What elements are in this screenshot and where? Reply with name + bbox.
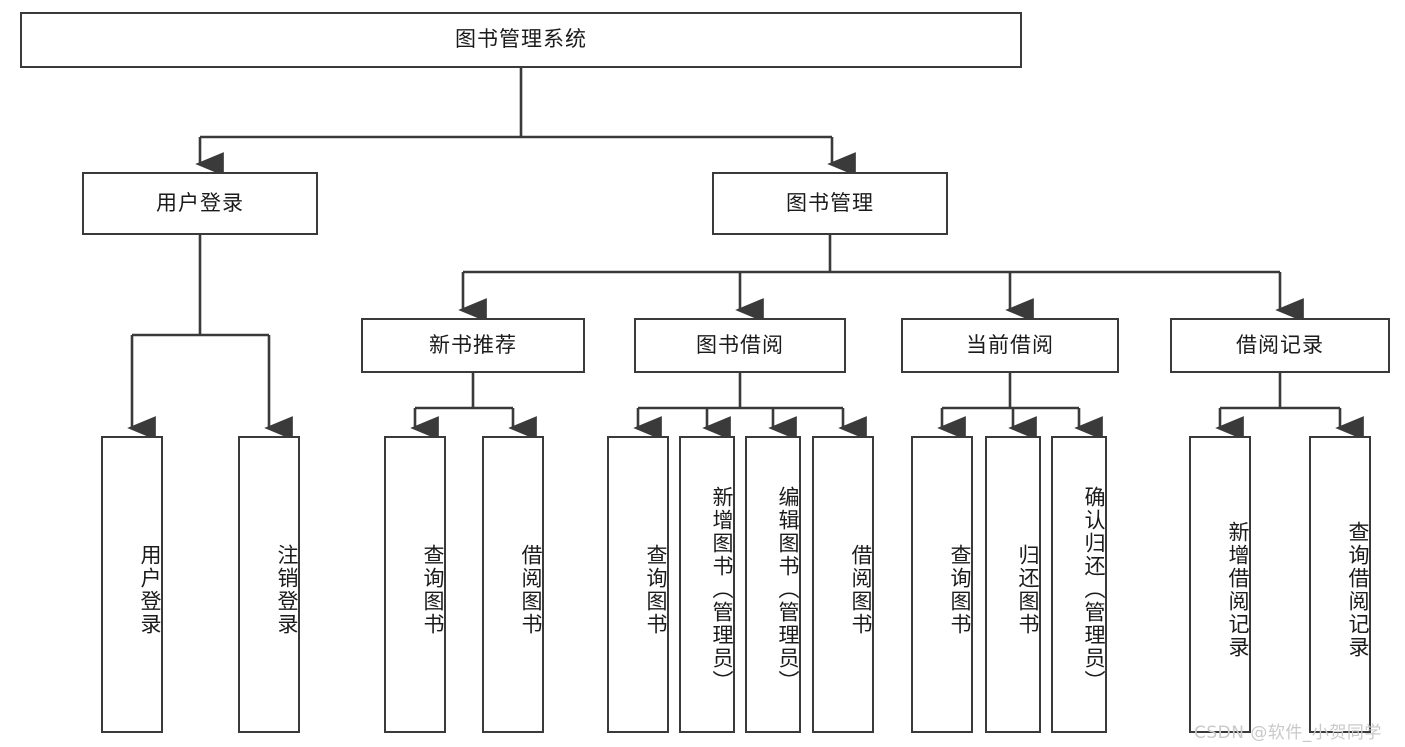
node-root[interactable]: 图书管理系统 (20, 12, 1022, 68)
node-level2-user-login-label: 用户登录 (156, 190, 244, 215)
leaf-query-book-newrec[interactable]: 查询图书 (384, 436, 446, 733)
leaf-confirm-return-admin[interactable]: 确认归还（管理员） (1051, 436, 1107, 733)
node-level2-book-management[interactable]: 图书管理 (712, 172, 948, 235)
csdn-watermark: CSDN @软件_小贺同学 (1194, 723, 1382, 743)
node-level3-borrow-record[interactable]: 借阅记录 (1170, 318, 1390, 373)
leaf-borrow-book[interactable]: 借阅图书 (812, 436, 874, 733)
leaf-query-book-borrow-label: 查询图书 (644, 543, 668, 636)
leaf-query-book-newrec-label: 查询图书 (421, 543, 445, 636)
node-level3-book-borrow-label: 图书借阅 (696, 332, 784, 357)
leaf-query-book-borrow[interactable]: 查询图书 (607, 436, 669, 733)
node-level3-current-borrow-label: 当前借阅 (966, 332, 1054, 357)
leaf-query-book-current-label: 查询图书 (948, 543, 972, 636)
leaf-query-borrow-record-label: 查询借阅记录 (1346, 520, 1370, 659)
leaf-confirm-return-admin-label: 确认归还（管理员） (1082, 486, 1106, 693)
node-level3-borrow-record-label: 借阅记录 (1236, 332, 1324, 357)
leaf-query-borrow-record[interactable]: 查询借阅记录 (1309, 436, 1371, 733)
node-level3-new-book-recommend-label: 新书推荐 (429, 332, 517, 357)
leaf-edit-book-admin-label: 编辑图书（管理员） (776, 486, 800, 693)
node-level3-new-book-recommend[interactable]: 新书推荐 (361, 318, 585, 373)
leaf-logout[interactable]: 注销登录 (238, 436, 300, 733)
leaf-user-login[interactable]: 用户登录 (101, 436, 163, 733)
leaf-borrow-book-newrec-label: 借阅图书 (519, 543, 543, 636)
leaf-add-borrow-record[interactable]: 新增借阅记录 (1189, 436, 1251, 733)
leaf-logout-label: 注销登录 (275, 543, 299, 636)
leaf-borrow-book-label: 借阅图书 (849, 543, 873, 636)
leaf-return-book-label: 归还图书 (1016, 543, 1040, 636)
leaf-add-borrow-record-label: 新增借阅记录 (1226, 520, 1250, 659)
leaf-query-book-current[interactable]: 查询图书 (911, 436, 973, 733)
leaf-edit-book-admin[interactable]: 编辑图书（管理员） (745, 436, 801, 733)
node-root-label: 图书管理系统 (455, 27, 587, 52)
leaf-return-book[interactable]: 归还图书 (985, 436, 1041, 733)
leaf-borrow-book-newrec[interactable]: 借阅图书 (482, 436, 544, 733)
node-level3-book-borrow[interactable]: 图书借阅 (634, 318, 846, 373)
leaf-add-book-admin[interactable]: 新增图书（管理员） (679, 436, 735, 733)
node-level2-book-management-label: 图书管理 (786, 190, 874, 215)
leaf-user-login-label: 用户登录 (138, 543, 162, 636)
node-level3-current-borrow[interactable]: 当前借阅 (901, 318, 1119, 373)
leaf-add-book-admin-label: 新增图书（管理员） (710, 486, 734, 693)
node-level2-user-login[interactable]: 用户登录 (82, 172, 318, 235)
